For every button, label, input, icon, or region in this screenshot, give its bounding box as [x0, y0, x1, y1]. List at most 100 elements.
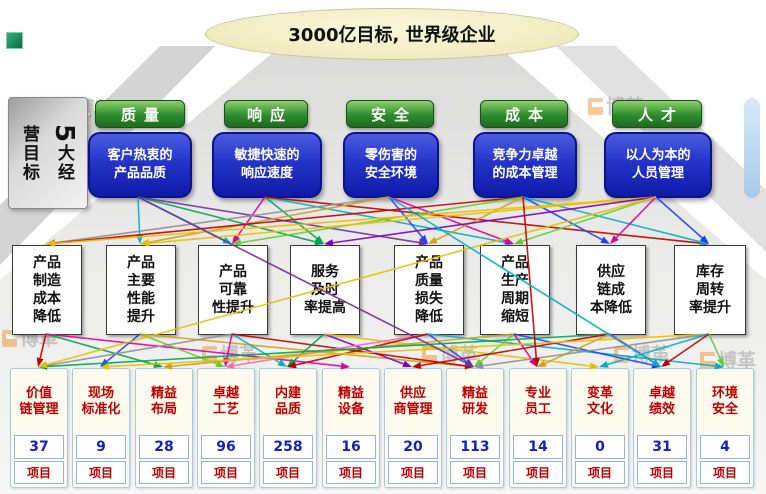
pillar-header-quality: 质量: [95, 100, 185, 128]
metric-label: 产品 制造 成本 降低: [33, 254, 61, 326]
program-unit: 项目: [201, 461, 251, 484]
program-name: 卓越 绩效: [648, 386, 675, 417]
program-name: 专业 员工: [524, 386, 551, 417]
metric-box: 供应 链成 本降低: [576, 245, 646, 335]
program-unit: 项目: [637, 461, 687, 484]
metric-label: 库存 周转 率提升: [689, 263, 731, 317]
goals-label-col1: 5大经: [49, 124, 79, 182]
pillar-body-text: 零伤害的 安全环境: [364, 147, 417, 181]
pillar-header-label: 安全: [370, 105, 417, 124]
metric-box: 产品 生产 周期 缩短: [480, 245, 550, 335]
program-name: 精益 研发: [461, 386, 488, 417]
metric-box: 产品 可靠 性提升: [198, 245, 268, 335]
program-count: 37: [14, 435, 64, 459]
pillar-body-text: 客户热衷的 产品品质: [107, 147, 173, 181]
corner-chip-icon: [6, 32, 23, 49]
pillar-body-talent: 以人为本的 人员管理: [604, 132, 712, 198]
pillar-body-text: 敏捷快速的 响应速度: [234, 147, 300, 181]
program-count: 0: [575, 435, 625, 459]
metric-box: 产品 主要 性能 提升: [106, 245, 176, 335]
metric-box: 服务 及时 率提高: [290, 245, 360, 335]
program-unit: 项目: [450, 461, 500, 484]
boge-logo-icon: [614, 346, 629, 363]
program-name: 环境 安全: [711, 386, 738, 417]
program-count: 113: [450, 435, 500, 459]
metric-box: 产品 制造 成本 降低: [12, 245, 82, 335]
program-name: 精益 布局: [150, 386, 177, 417]
boge-logo-icon: [422, 346, 437, 363]
watermark-text: 博革: [718, 350, 757, 372]
program-unit: 项目: [513, 461, 563, 484]
pillar-header-label: 人才: [637, 105, 684, 124]
goals-label: 营目标 5大经: [8, 97, 88, 209]
metric-label: 服务 及时 率提高: [304, 263, 346, 317]
metric-label: 供应 链成 本降低: [590, 263, 632, 317]
program-name: 现场 标准化: [81, 386, 121, 417]
program-name: 供应 商管理: [393, 386, 433, 417]
pillar-body-safety: 零伤害的 安全环境: [343, 132, 439, 198]
pillar-header-response: 响应: [224, 100, 308, 128]
metric-label: 产品 主要 性能 提升: [127, 254, 155, 326]
program-name: 变革 文化: [586, 386, 613, 417]
pillar-body-text: 以人为本的 人员管理: [625, 147, 691, 181]
program-name: 卓越 工艺: [212, 386, 239, 417]
program-unit: 项目: [575, 461, 625, 484]
goals-label-suffix: 大经: [54, 144, 74, 183]
watermark: 博革: [614, 346, 670, 365]
metric-label: 产品 可靠 性提升: [212, 263, 254, 317]
watermark-text: 博革: [440, 344, 479, 366]
boge-logo-icon: [588, 98, 603, 115]
program-count: 96: [201, 435, 251, 459]
pillar-header-talent: 人才: [612, 100, 702, 128]
watermark-text: 博革: [220, 344, 259, 366]
program-count: 28: [139, 435, 189, 459]
watermark: 博革: [202, 346, 258, 365]
program-unit: 项目: [388, 461, 438, 484]
watermark-text: 博革: [632, 344, 671, 366]
program-count: 4: [700, 435, 750, 459]
program-name: 精益 设备: [337, 386, 364, 417]
program-name: 价值 链管理: [19, 386, 59, 417]
metric-box: 产品 质量 损失 降低: [394, 245, 464, 335]
pillar-body-quality: 客户热衷的 产品品质: [88, 132, 192, 198]
pillar-header-label: 成本: [504, 105, 551, 124]
goals-label-col2: 营目标: [19, 124, 39, 182]
pillar-header-label: 质量: [120, 105, 167, 124]
metric-box: 库存 周转 率提升: [674, 245, 746, 335]
program-count: 16: [326, 435, 376, 459]
metric-label: 产品 质量 损失 降低: [415, 254, 443, 326]
program-unit: 项目: [14, 461, 64, 484]
vision-title: 3000亿目标, 世界级企业: [288, 25, 496, 46]
vision-ellipse: 3000亿目标, 世界级企业: [205, 8, 579, 60]
pillar-header-label: 响应: [246, 105, 293, 124]
boge-logo-icon: [202, 346, 217, 363]
goals-count: 5: [49, 123, 79, 145]
program-count: 20: [388, 435, 438, 459]
program-count: 258: [263, 435, 313, 459]
program-unit: 项目: [139, 461, 189, 484]
pillar-body-cost: 竞争力卓越 的成本管理: [473, 132, 577, 198]
program-unit: 项目: [76, 461, 126, 484]
program-unit: 项目: [326, 461, 376, 484]
boge-logo-icon: [700, 352, 715, 369]
pillar-header-cost: 成本: [480, 100, 568, 128]
program-unit: 项目: [700, 461, 750, 484]
pillar-header-safety: 安全: [346, 100, 434, 128]
metric-label: 产品 生产 周期 缩短: [501, 254, 529, 326]
program-name: 内建 品质: [274, 386, 301, 417]
right-side-tab: [744, 98, 760, 198]
pillar-body-response: 敏捷快速的 响应速度: [212, 132, 322, 198]
